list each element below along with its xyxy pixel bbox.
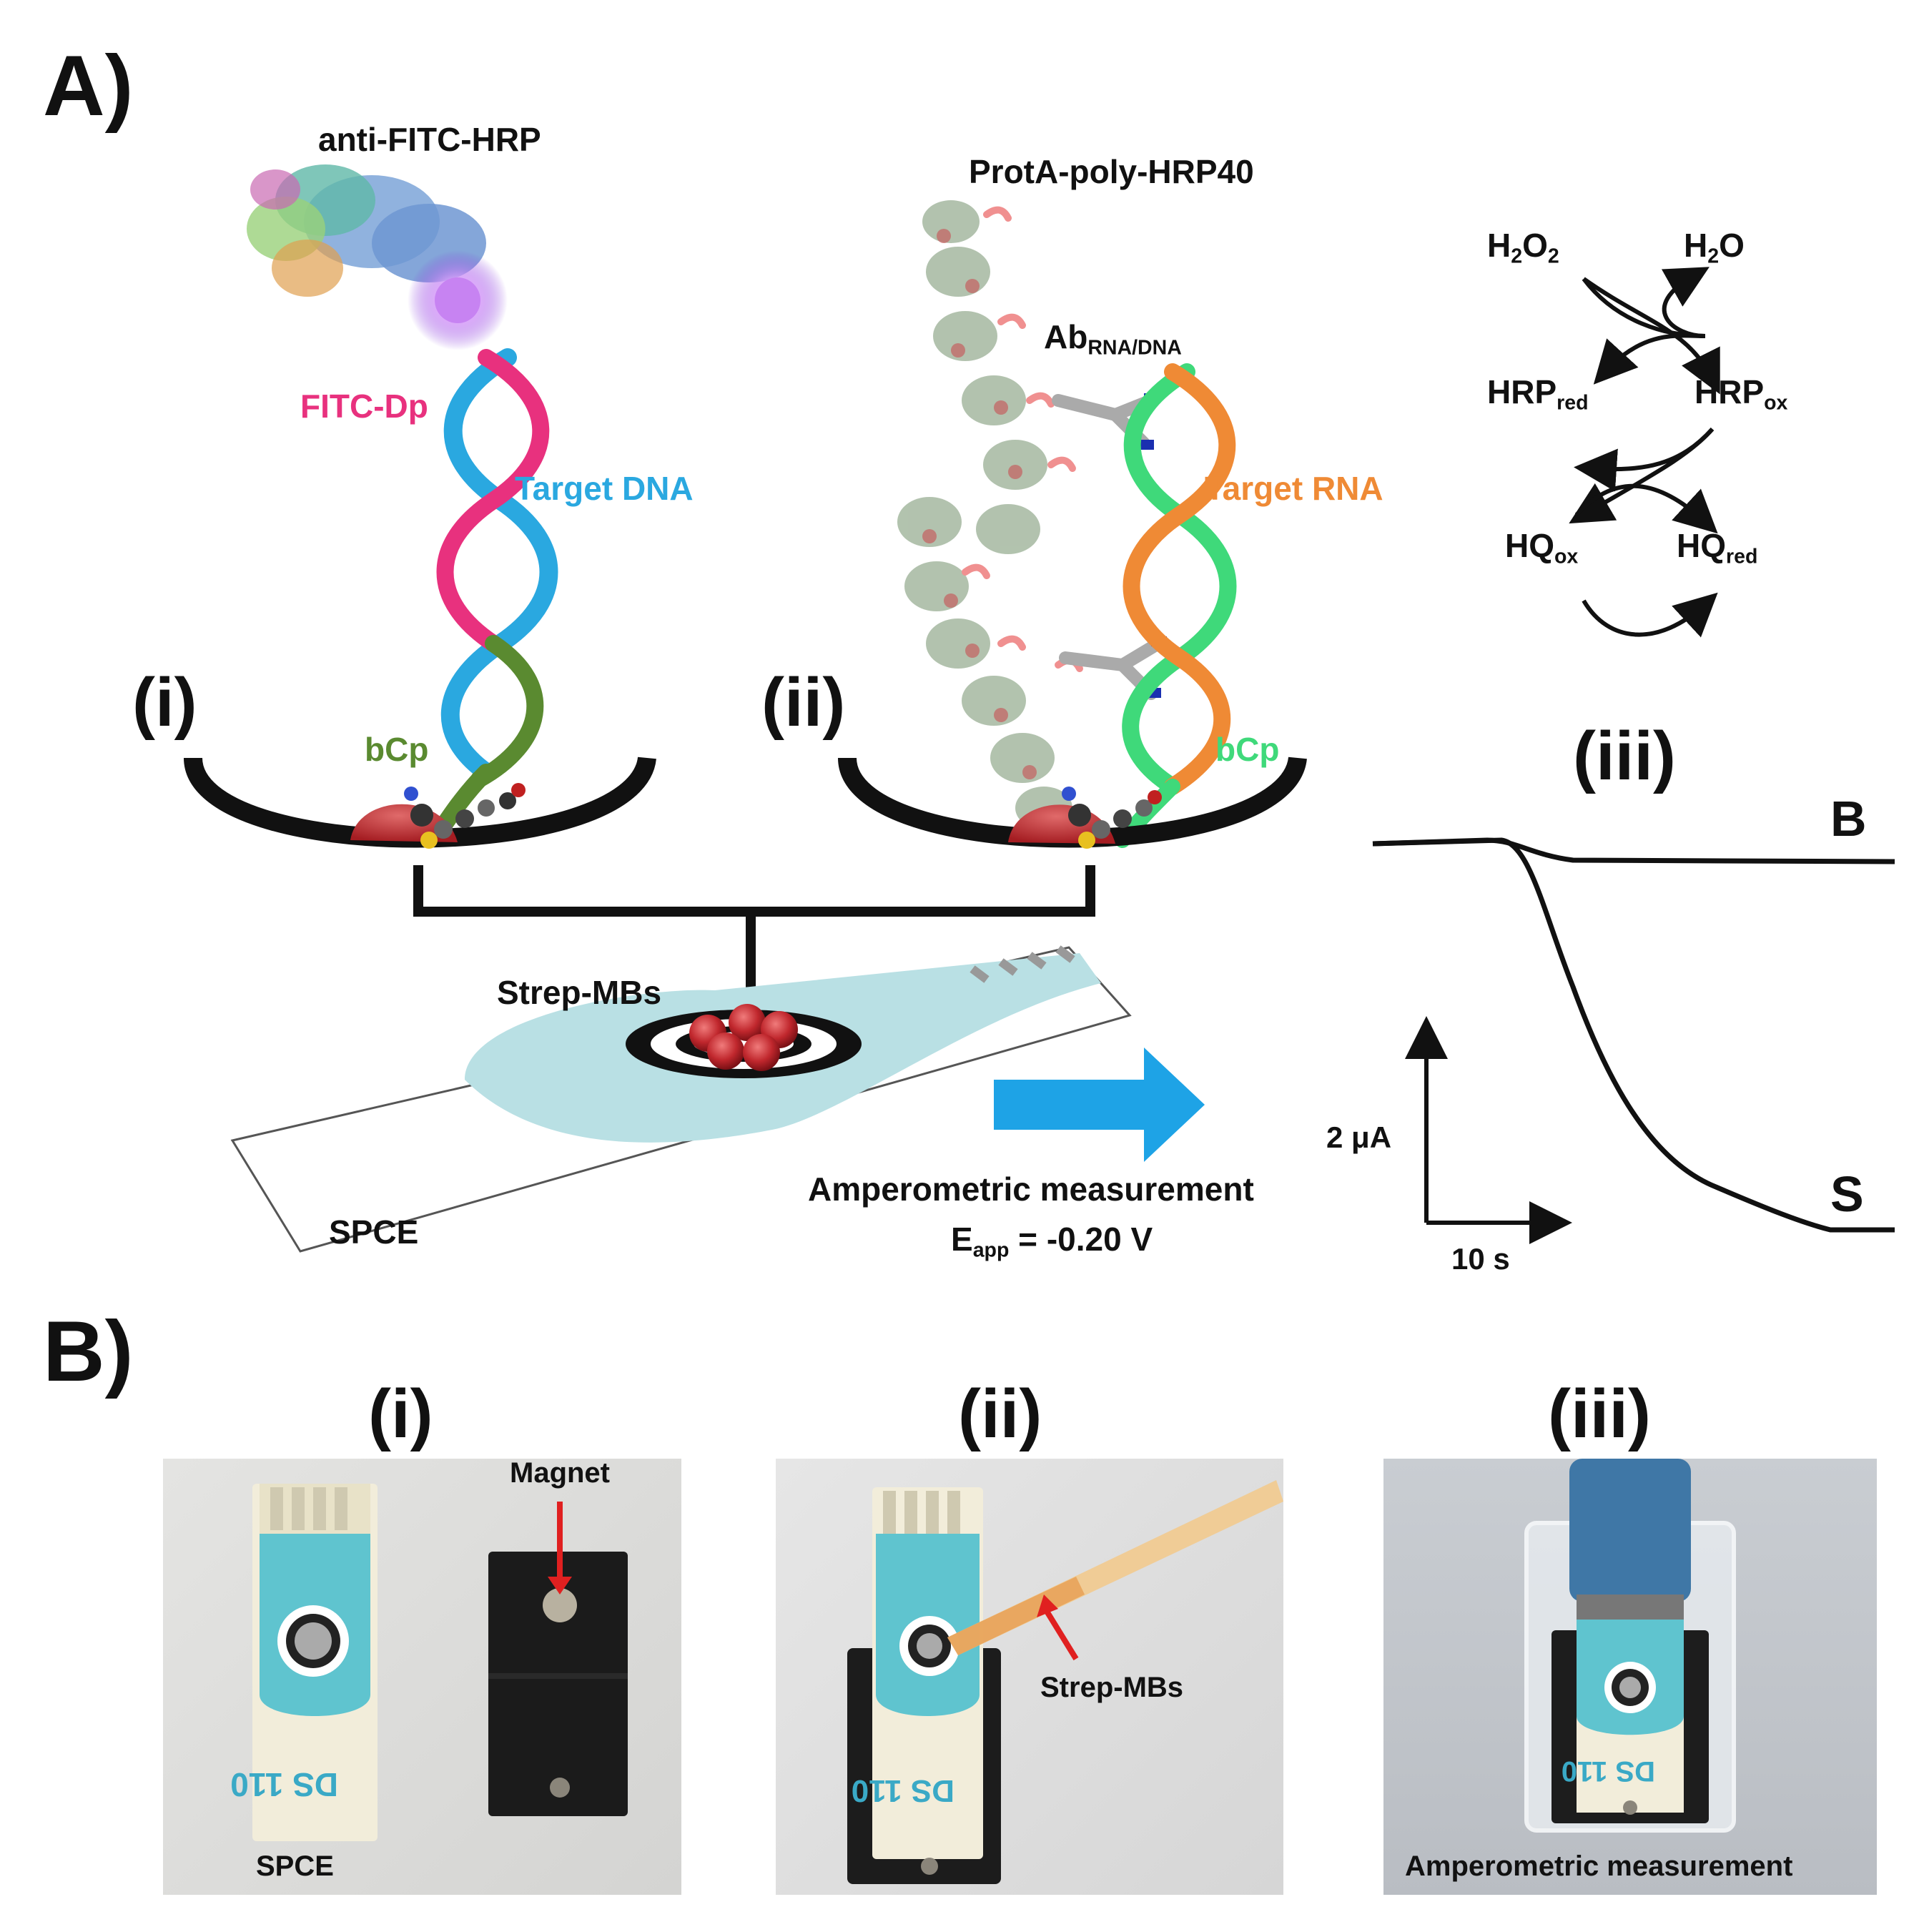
label-anti-fitc-hrp: anti-FITC-HRP <box>318 121 541 158</box>
label-strep-mbs: Strep-MBs <box>497 974 662 1011</box>
scheme-h2o: H2O <box>1684 229 1745 267</box>
spce-strip-drawing <box>230 945 1132 1253</box>
scale-x-label: 10 s <box>1451 1242 1510 1276</box>
scheme-hrp-red: HRPred <box>1487 375 1589 413</box>
scheme-h2o2: H2O2 <box>1487 229 1559 267</box>
label-eapp: Eapp = -0.20 V <box>951 1223 1153 1261</box>
photo-spce-and-magnet: DS 110 Magnet SPCE <box>163 1459 681 1895</box>
label-a-i: (i) <box>132 664 197 741</box>
trace-signal <box>1372 837 1895 1233</box>
label-b-spce: SPCE <box>256 1850 334 1882</box>
h2o2-c: O <box>1522 227 1548 264</box>
photo-iii-graphics: DS 110 <box>1524 1459 1736 1833</box>
protA-poly-hrp-chain <box>897 200 1083 829</box>
eapp-value: = -0.20 V <box>1009 1221 1153 1258</box>
biotin-molecule-ii <box>1062 787 1162 849</box>
label-a-ii: (ii) <box>761 664 846 741</box>
eapp-sub: app <box>972 1238 1010 1262</box>
chip-print-iii: DS 110 <box>1562 1755 1655 1787</box>
label-spce: SPCE <box>329 1213 419 1251</box>
hq-ox-main: HQ <box>1505 527 1554 564</box>
anti-fitc-hrp-protein <box>247 164 508 350</box>
h2o2-a: H <box>1487 227 1511 264</box>
process-arrow <box>994 1048 1205 1162</box>
hq-ox-sub: ox <box>1554 545 1579 568</box>
h2o-b: 2 <box>1707 245 1720 268</box>
label-bcp-ii: bCp <box>1215 731 1280 768</box>
photo-amperometric-cell: DS 110 Amperometric measurement <box>1383 1459 1877 1895</box>
label-amperometric: Amperometric measurement <box>808 1170 1254 1208</box>
label-b-i: (i) <box>368 1376 433 1452</box>
hrp-red-sub: red <box>1557 391 1589 415</box>
rna-helix-ii <box>1115 363 1237 848</box>
scheme-hq-ox: HQox <box>1505 529 1578 567</box>
hq-red-main: HQ <box>1677 527 1726 564</box>
photo-i-graphics: DS 110 <box>230 1484 628 1841</box>
scale-bar <box>1405 1016 1572 1244</box>
h2o-a: H <box>1684 227 1708 264</box>
panel-a-label: A) <box>43 38 134 134</box>
panel-a-diagram <box>184 164 1895 1253</box>
label-fitc-dp: FITC-Dp <box>300 388 428 425</box>
ab-sub: RNA/DNA <box>1087 336 1182 360</box>
label-magnet: Magnet <box>510 1459 610 1489</box>
eapp-main: E <box>951 1221 973 1258</box>
label-protA: ProtA-poly-HRP40 <box>969 153 1254 190</box>
hrp-ox-sub: ox <box>1764 391 1788 415</box>
h2o-c: O <box>1719 227 1745 264</box>
label-b-ii: (ii) <box>958 1376 1042 1452</box>
hrp-ox-main: HRP <box>1694 373 1765 410</box>
h2o2-b: 2 <box>1511 245 1523 268</box>
dna-helix-i <box>428 348 558 845</box>
scale-y-label: 2 μA <box>1326 1120 1392 1154</box>
photo-mb-deposition: DS 110 Strep-MBs <box>776 1459 1283 1895</box>
label-a-iii: (iii) <box>1573 718 1676 794</box>
h2o2-d: 2 <box>1547 245 1559 268</box>
trace-label-signal: S <box>1830 1166 1864 1222</box>
label-target-rna: Target RNA <box>1205 470 1383 507</box>
label-ab-rna-dna: AbRNA/DNA <box>1044 320 1182 358</box>
label-b-strep-mbs: Strep-MBs <box>1040 1672 1184 1703</box>
biotin-molecule-i <box>404 783 526 849</box>
photo-ii-graphics: DS 110 <box>847 1480 1283 1884</box>
ab-main: Ab <box>1044 318 1088 355</box>
label-target-dna: Target DNA <box>515 470 694 507</box>
amperometric-traces <box>1372 837 1895 1233</box>
hrp-red-main: HRP <box>1487 373 1557 410</box>
chip-print-ii: DS 110 <box>852 1773 954 1808</box>
label-b-amperometric: Amperometric measurement <box>1405 1850 1793 1882</box>
label-bcp-i: bCp <box>365 731 429 768</box>
scheme-hq-red: HQred <box>1677 529 1757 567</box>
connector-bracket <box>413 865 1095 997</box>
label-b-iii: (iii) <box>1548 1376 1651 1452</box>
chip-print-i: DS 110 <box>230 1766 338 1803</box>
trace-label-blank: B <box>1830 791 1867 847</box>
panel-b-label: B) <box>43 1303 134 1399</box>
hq-red-sub: red <box>1726 545 1758 568</box>
scheme-hrp-ox: HRPox <box>1694 375 1787 413</box>
reaction-scheme-arrows <box>1569 267 1720 638</box>
